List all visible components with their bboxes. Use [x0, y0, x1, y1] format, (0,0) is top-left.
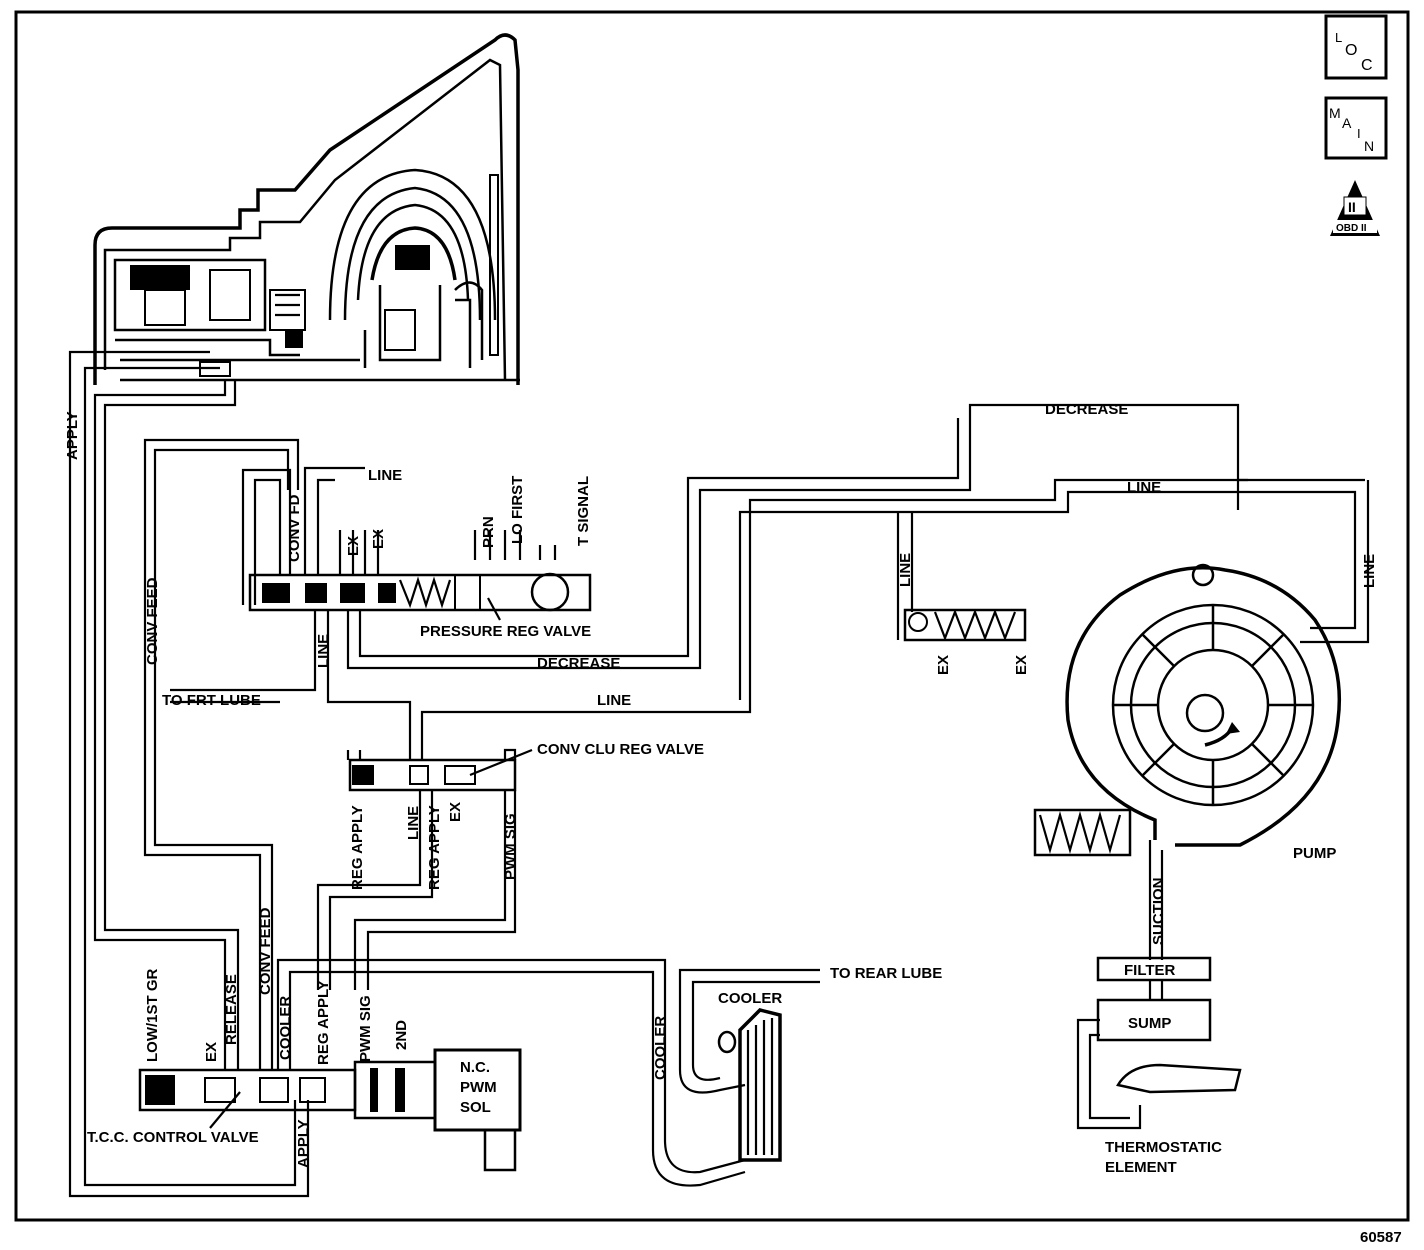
figure-number: 60587 — [1360, 1229, 1402, 1246]
label-cooler-line: COOLER — [652, 1016, 669, 1080]
hydraulic-lines — [68, 350, 1370, 1198]
label-line-mid: LINE — [597, 692, 631, 709]
loc-letter-o: O — [1345, 42, 1357, 59]
conv-clu-reg-valve-drawing — [348, 758, 517, 792]
label-pump: PUMP — [1293, 845, 1336, 862]
label-pwm-sig-tcc: PWM SIG — [357, 995, 374, 1062]
main-letter-a: A — [1342, 115, 1352, 131]
loc-button[interactable]: L O C — [1324, 14, 1388, 80]
label-release: RELEASE — [223, 974, 240, 1045]
label-line-right: LINE — [1361, 554, 1378, 588]
label-line-top: LINE — [368, 467, 402, 484]
label-reg-apply-a: REG APPLY — [349, 805, 366, 890]
label-lo-first: LO FIRST — [509, 476, 526, 544]
loc-letter-c: C — [1361, 57, 1373, 74]
label-t-signal: T SIGNAL — [575, 476, 592, 546]
label-low-1st-gr: LOW/1ST GR — [144, 969, 161, 1063]
label-line-ccv: LINE — [405, 806, 422, 840]
pressure-reg-valve-drawing — [248, 572, 592, 612]
torque-converter-housing-drawing — [93, 33, 520, 385]
label-cooler-box: COOLER — [718, 990, 782, 1007]
label-sol: SOL — [460, 1099, 491, 1116]
diagram-frame — [14, 10, 1410, 1222]
label-line-reg-vertical: LINE — [315, 634, 332, 668]
label-to-rear-lube: TO REAR LUBE — [830, 965, 942, 982]
label-decrease-mid: DECREASE — [537, 655, 620, 672]
label-ex-2: EX — [370, 529, 387, 549]
label-decrease-top: DECREASE — [1045, 401, 1128, 418]
label-apply-tcc: APPLY — [295, 1119, 312, 1168]
label-ex-tcc: EX — [203, 1042, 220, 1062]
loc-letter-l: L — [1335, 30, 1342, 45]
label-suction: SUCTION — [1150, 878, 1167, 946]
label-sump: SUMP — [1128, 1015, 1171, 1032]
label-nc: N.C. — [460, 1059, 490, 1076]
main-letter-i: I — [1357, 126, 1361, 141]
label-tcc-control-valve: T.C.C. CONTROL VALVE — [87, 1129, 259, 1146]
label-conv-fd: CONV FD — [286, 494, 303, 562]
diagram-labels: APPLY CONV FEED CONV FD LINE EX EX PRN L… — [64, 401, 1402, 1246]
tcc-control-valve-drawing — [138, 1048, 522, 1172]
boost-valve-drawing — [903, 608, 1027, 642]
label-2nd: 2ND — [393, 1020, 410, 1050]
label-cooler-tcc: COOLER — [277, 996, 294, 1060]
main-letter-m: M — [1329, 105, 1341, 121]
label-conv-clu-reg-valve: CONV CLU REG VALVE — [537, 741, 704, 758]
label-conv-feed-tcc: CONV FEED — [257, 907, 274, 995]
label-thermostatic-element-2: ELEMENT — [1105, 1159, 1177, 1176]
label-ex-1: EX — [345, 536, 362, 556]
obd-roman-numeral: II — [1348, 199, 1356, 215]
label-to-frt-lube: TO FRT LUBE — [162, 692, 261, 709]
label-ex-boost-a: EX — [935, 655, 952, 675]
label-thermostatic-element-1: THERMOSTATIC — [1105, 1139, 1222, 1156]
label-line-top-right: LINE — [1127, 479, 1161, 496]
label-ex-ccv: EX — [447, 802, 464, 822]
label-pwm-sig-a: PWM SIG — [502, 813, 519, 880]
main-button[interactable]: M A I N — [1324, 96, 1388, 160]
label-filter: FILTER — [1124, 962, 1176, 979]
label-prn: PRN — [480, 516, 497, 548]
label-line-boost: LINE — [897, 553, 914, 587]
label-ex-boost-b: EX — [1013, 655, 1030, 675]
obd-ii-badge[interactable]: II OBD II — [1330, 180, 1380, 236]
obd-label: OBD II — [1336, 223, 1367, 234]
cooler-drawing — [717, 1008, 782, 1162]
label-reg-apply-b: REG APPLY — [426, 805, 443, 890]
label-reg-apply-tcc: REG APPLY — [315, 980, 332, 1065]
label-pressure-reg-valve: PRESSURE REG VALVE — [420, 623, 591, 640]
main-letter-n: N — [1364, 138, 1374, 154]
label-conv-feed-left: CONV FEED — [144, 577, 161, 665]
pump-drawing — [1033, 563, 1342, 1094]
label-apply-left: APPLY — [64, 411, 81, 460]
label-pwm: PWM — [460, 1079, 497, 1096]
